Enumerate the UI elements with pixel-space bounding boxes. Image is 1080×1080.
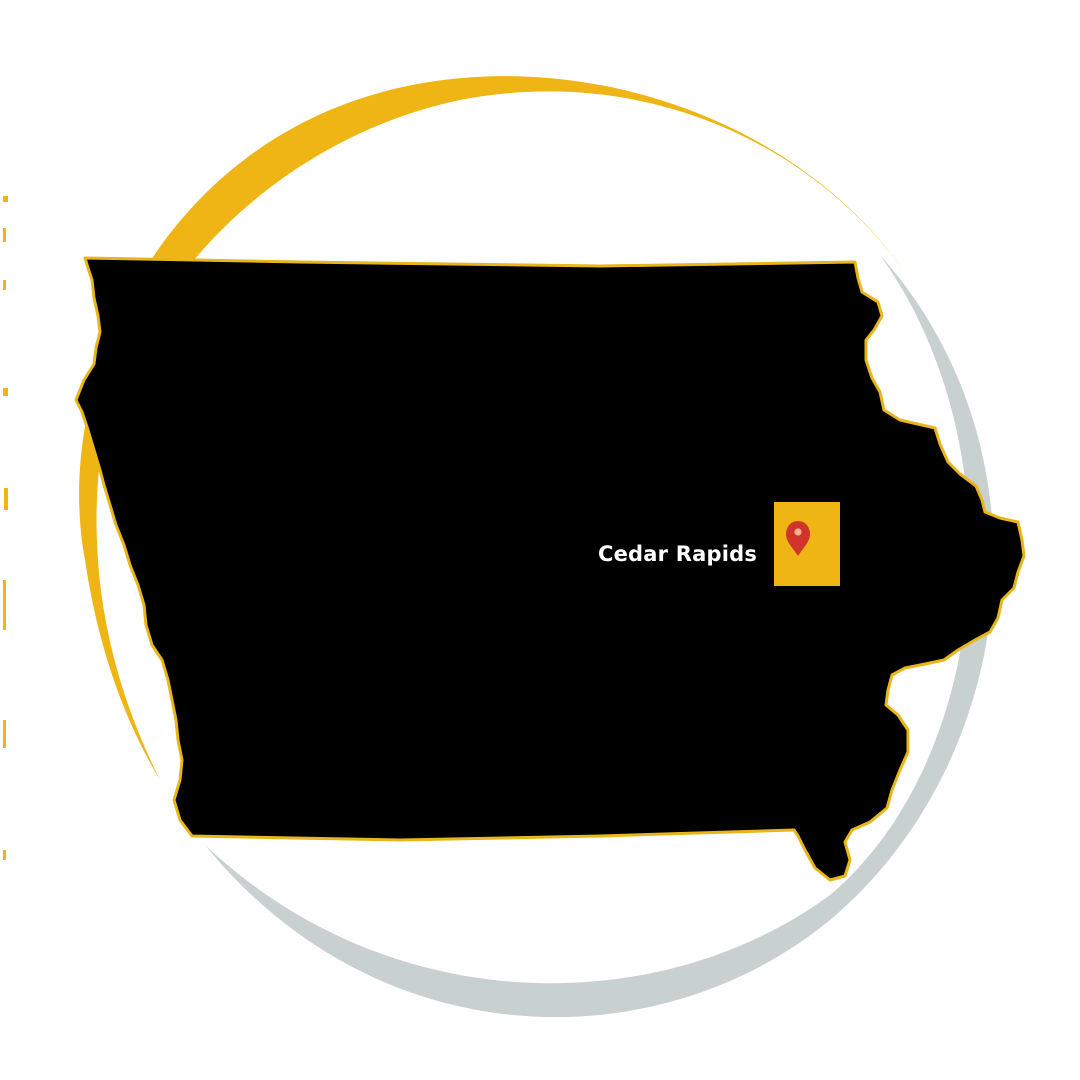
edge-specks [3, 196, 8, 860]
linn-county-highlight [774, 502, 840, 586]
location-pin-icon [786, 521, 810, 556]
city-label: Cedar Rapids [598, 542, 758, 566]
iowa-state-shape [74, 256, 1026, 882]
